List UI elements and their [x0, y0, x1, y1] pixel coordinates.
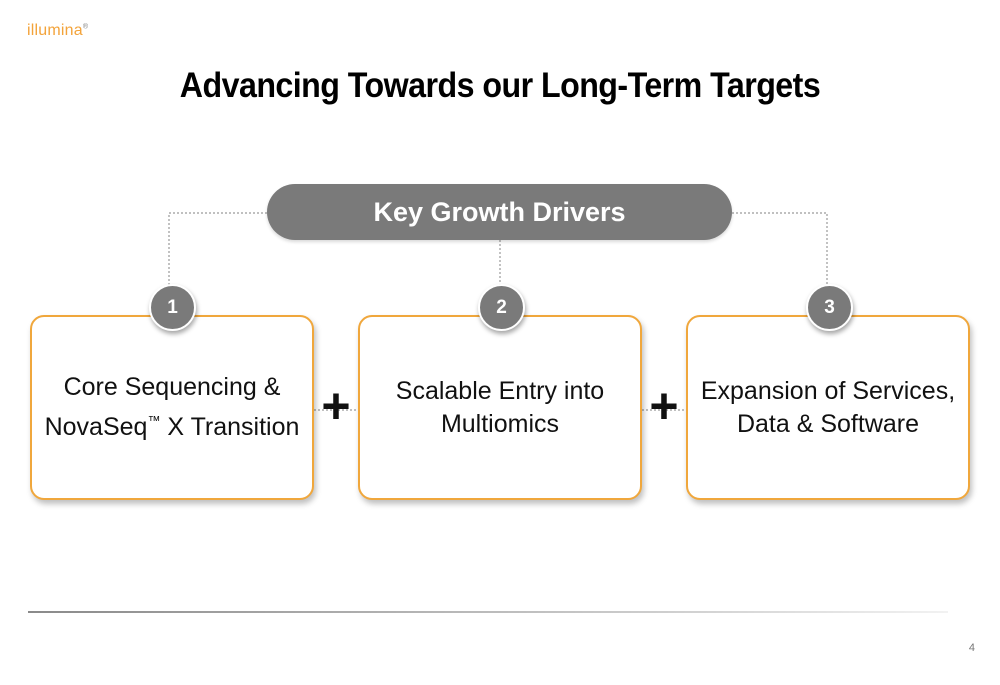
driver-1-line2-suffix: X Transition [160, 413, 300, 441]
driver-2-line2: Multiomics [440, 409, 560, 438]
driver-2-line1: Scalable Entry into [395, 376, 605, 405]
plus-icon-1: + [321, 378, 351, 434]
driver-number-1: 1 [167, 296, 178, 318]
driver-card-3: Expansion of Services, Data & Software [686, 315, 970, 500]
driver-3-line2: Data & Software [736, 409, 919, 438]
illumina-logo: illumina® [27, 22, 88, 40]
logo-text: illumina [27, 22, 83, 39]
key-growth-drivers-label: Key Growth Drivers [373, 196, 626, 227]
connector-left [168, 212, 267, 290]
driver-number-2: 2 [496, 296, 507, 318]
driver-number-badge-1: 1 [149, 284, 196, 331]
driver-card-1: Core Sequencing & NovaSeq™ X Transition [30, 315, 314, 500]
driver-card-2: Scalable Entry into Multiomics [358, 315, 642, 500]
logo-registered-mark: ® [82, 23, 89, 31]
driver-card-2-text: Scalable Entry into Multiomics [386, 375, 614, 441]
connector-right [732, 212, 828, 290]
page-title: Advancing Towards our Long-Term Targets [179, 66, 821, 105]
driver-1-line1: Core Sequencing & [63, 373, 281, 401]
trademark-mark: ™ [147, 413, 161, 428]
driver-number-badge-2: 2 [478, 284, 525, 331]
driver-3-line1: Expansion of Services, [700, 376, 956, 405]
driver-number-badge-3: 3 [806, 284, 853, 331]
page-number: 4 [968, 642, 975, 654]
plus-icon-2: + [649, 378, 679, 434]
driver-card-1-text: Core Sequencing & NovaSeq™ X Transition [35, 371, 310, 444]
driver-1-line2-prefix: NovaSeq [44, 413, 148, 441]
driver-card-3-text: Expansion of Services, Data & Software [691, 375, 965, 441]
driver-number-3: 3 [824, 296, 835, 318]
key-growth-drivers-header: Key Growth Drivers [267, 184, 732, 240]
footer-divider [28, 611, 948, 613]
